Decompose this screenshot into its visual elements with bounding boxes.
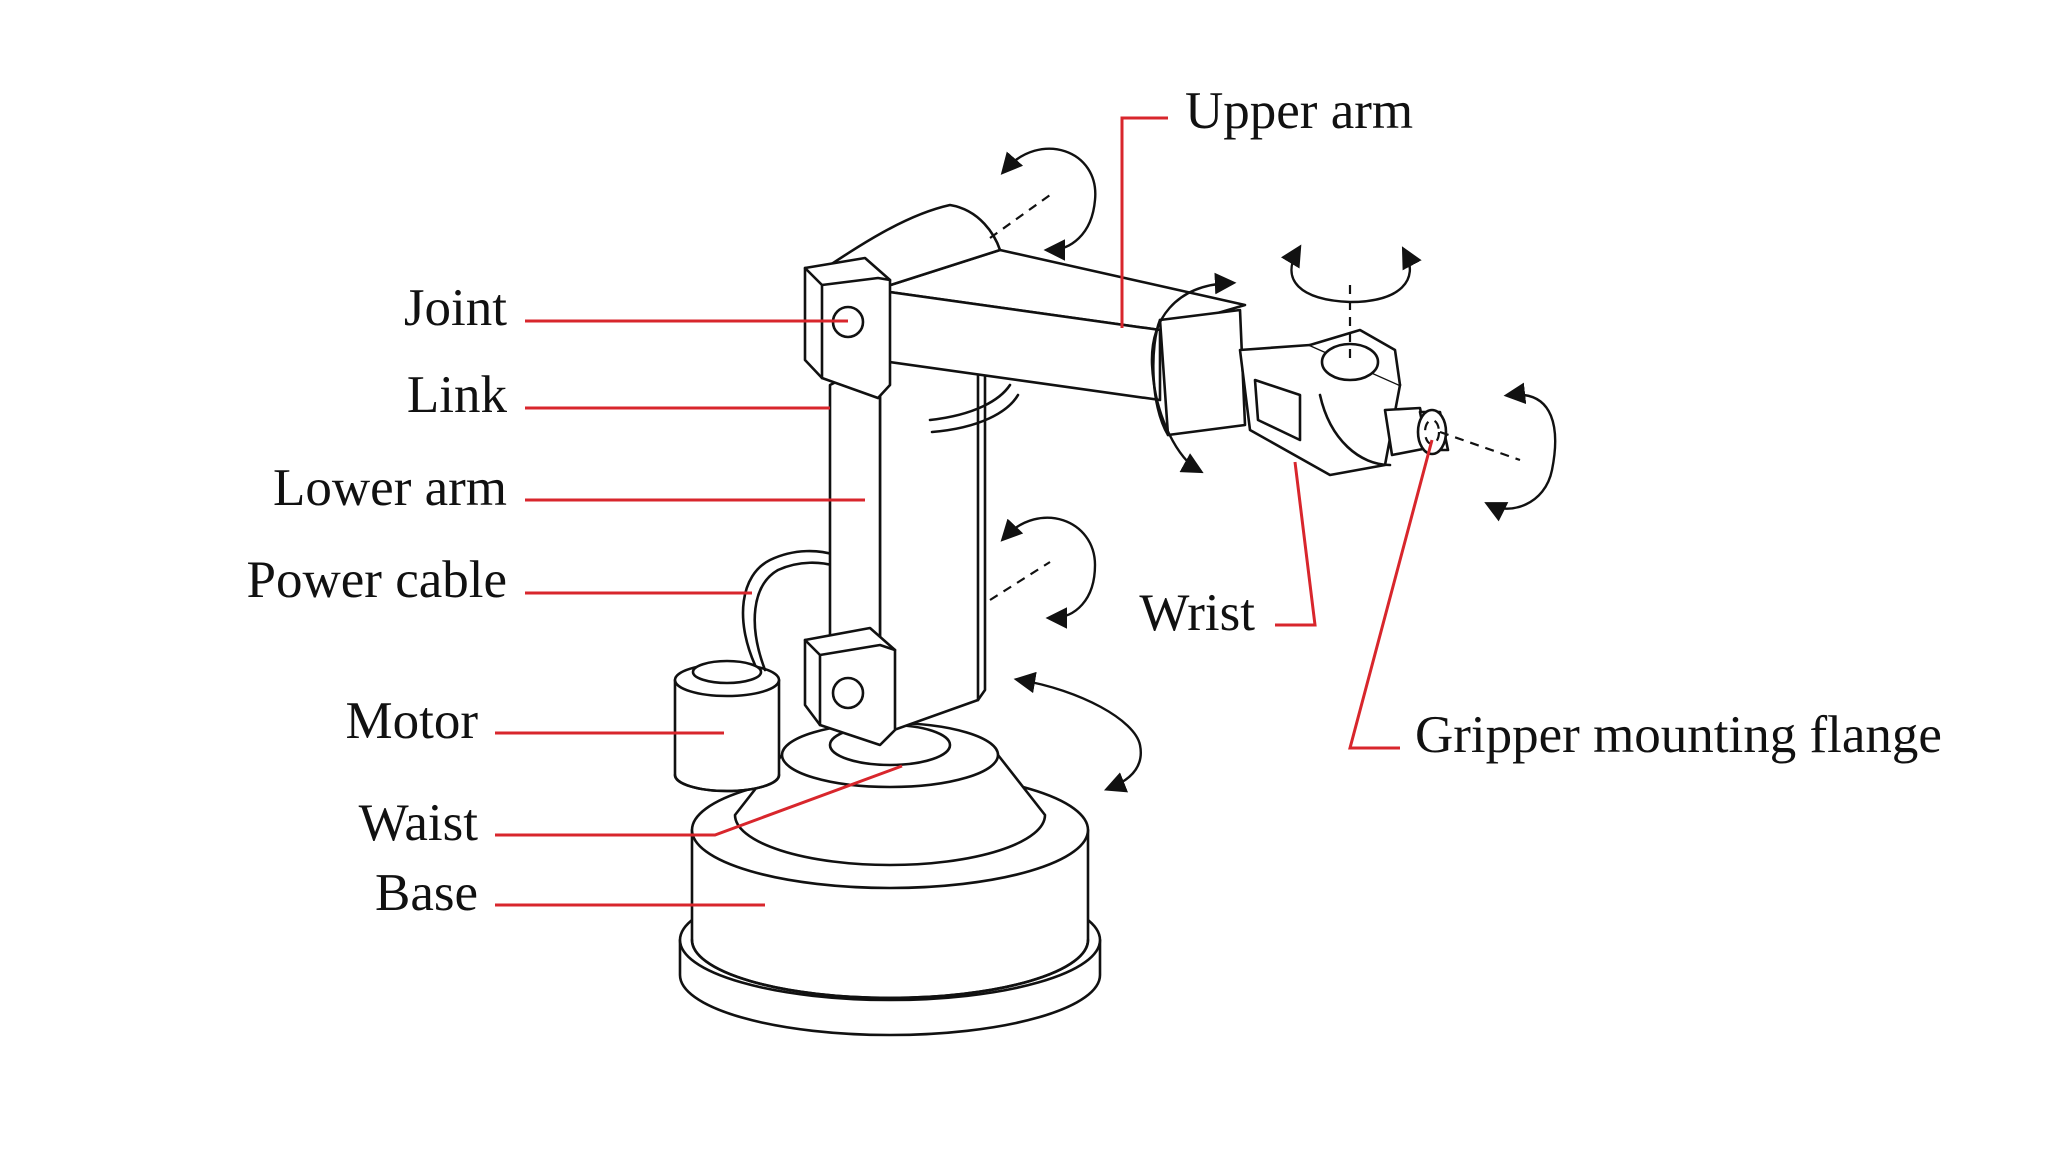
label-wrist: Wrist — [1139, 584, 1255, 642]
leader-waist — [495, 764, 903, 837]
label-gripper-mounting-flange: Gripper mounting flange — [1415, 706, 1942, 764]
label-motor: Motor — [346, 692, 479, 750]
leader-lines — [495, 116, 1434, 907]
labels: Upper arm Joint Link Lower arm Power cab… — [247, 82, 1942, 922]
wrist — [1151, 308, 1402, 477]
label-link: Link — [407, 366, 508, 424]
rotation-indicators — [989, 147, 1557, 793]
upper-joint — [803, 256, 892, 400]
leader-wrist — [1275, 461, 1317, 627]
gripper-flange — [1383, 406, 1450, 457]
leader-gripper-flange — [1348, 439, 1434, 750]
label-base: Base — [375, 864, 478, 922]
label-upper-arm: Upper arm — [1185, 82, 1413, 140]
motor — [673, 659, 781, 793]
lower-joint — [803, 626, 897, 747]
leader-upper-arm — [1120, 116, 1168, 328]
label-waist: Waist — [359, 794, 479, 852]
label-power-cable: Power cable — [247, 551, 507, 609]
power-cable — [741, 549, 837, 672]
label-joint: Joint — [404, 279, 507, 337]
label-lower-arm: Lower arm — [273, 459, 507, 517]
waist — [733, 721, 1047, 867]
